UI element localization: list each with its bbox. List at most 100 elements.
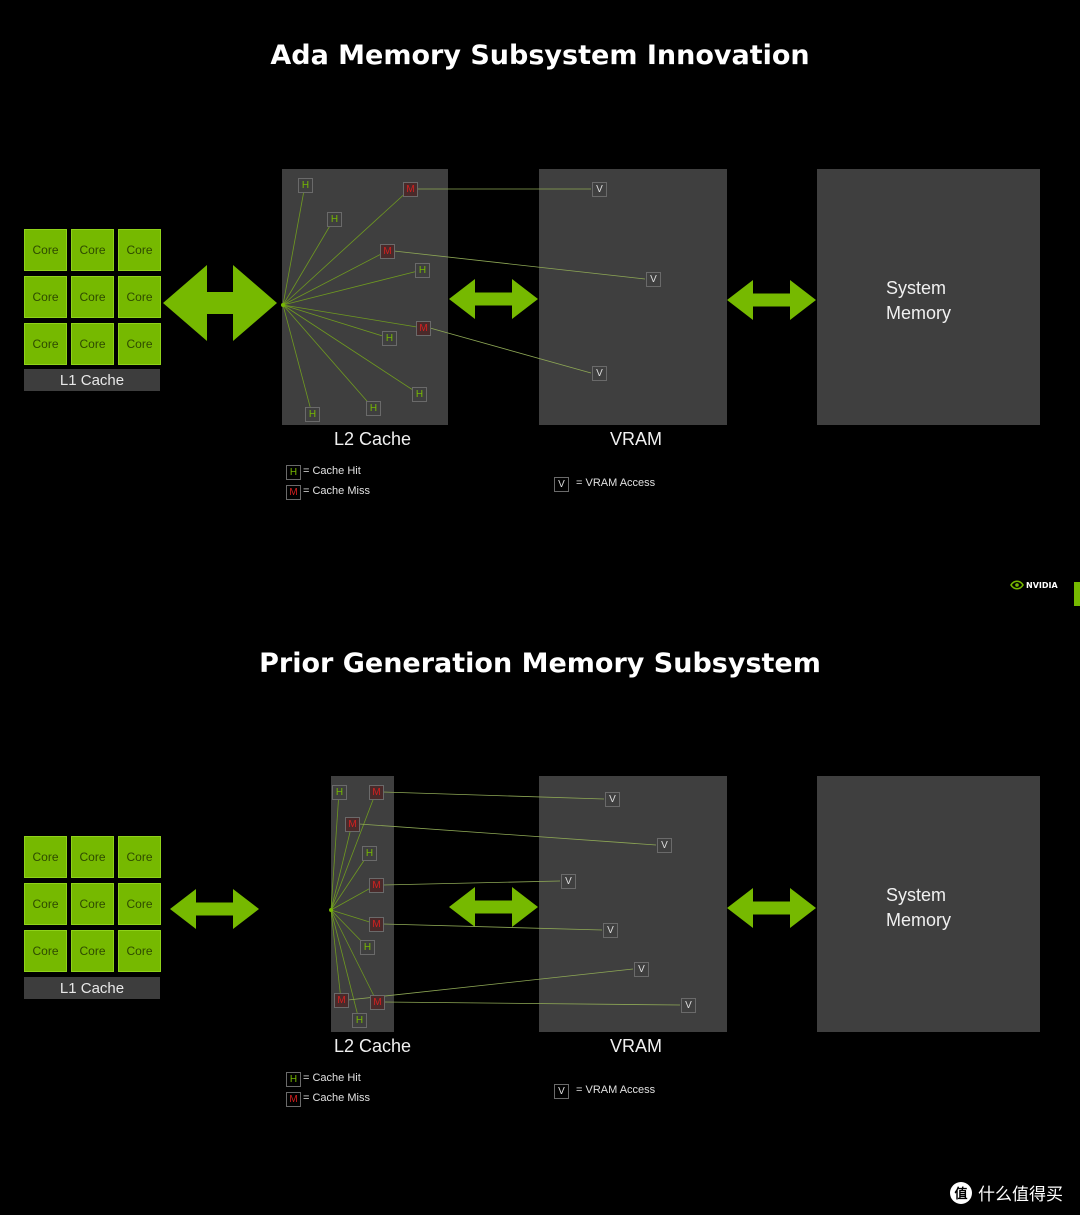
cache-hit-marker: H [332,785,347,800]
hit-path-line [330,791,340,911]
cache-miss-marker: M [369,878,384,893]
cache-hit-marker: H [305,407,320,422]
section-title: Prior Generation Memory Subsystem [259,648,821,679]
l2-cache-label: L2 Cache [334,1036,412,1056]
vram-access-line [347,968,634,1001]
cache-hit-marker: H [362,846,377,861]
cache-miss-marker: M [369,917,384,932]
green-edge-strip [1074,582,1080,606]
watermark: 值什么值得买 [950,1180,1063,1205]
hit-path-line [282,188,411,306]
vram-access-marker: V [681,998,696,1013]
cache-miss-marker: M [380,244,395,259]
vram-label: VRAM [610,429,663,449]
vram-access-line [393,250,646,280]
legend-miss-text: = Cache Miss [303,485,370,497]
legend-hit-text: = Cache Hit [303,1072,361,1084]
core-cell: Core [24,229,67,271]
legend-miss-box: M [286,1092,301,1107]
vram-system-memory-arrow [727,888,816,928]
vram-access-line [383,1001,681,1006]
cache-hit-marker: H [327,212,342,227]
hit-path-line [282,304,313,415]
cache-miss-marker: M [370,995,385,1010]
legend-hit-box: H [286,465,301,480]
cache-hit-marker: H [382,331,397,346]
core-cell: Core [118,229,161,271]
core-l2-arrow [163,265,277,341]
core-cell: Core [71,229,114,271]
cache-miss-marker: M [403,182,418,197]
core-cell: Core [71,276,114,318]
hit-path-line [282,304,420,395]
system-memory-label-line: System [886,278,947,298]
vram-label: VRAM [610,1036,663,1056]
core-cell: Core [24,930,67,972]
nvidia-logo: NVIDIA [1010,580,1058,590]
l1-cache-label: L1 Cache [24,977,160,999]
l2-cache-panel [282,169,448,425]
core-cell: Core [118,276,161,318]
core-cell: Core [118,323,161,365]
hit-path-line [282,304,424,329]
system-memory-label-line: Memory [886,910,952,930]
vram-access-marker: V [646,272,661,287]
request-origin-dot [281,303,285,307]
cache-hit-marker: H [412,387,427,402]
watermark-text: 什么值得买 [978,1185,1063,1204]
vram-access-marker: V [605,792,620,807]
core-cell: Core [24,836,67,878]
legend-hit-box: H [286,1072,301,1087]
hit-path-line [282,250,388,306]
hit-path-line [282,269,423,306]
legend-vram-label: VRAM Access [585,477,656,489]
core-cell: Core [71,883,114,925]
core-cell: Core [24,323,67,365]
legend-miss-text: = Cache Miss [303,1092,370,1104]
vram-access-marker: V [592,182,607,197]
hit-path-line [330,791,377,911]
legend-miss-label: Cache Miss [312,1092,370,1104]
legend-hit-label: Cache Hit [312,1072,361,1084]
system-memory-panel [817,169,1040,425]
system-memory-label-line: Memory [886,303,952,323]
legend-miss-label: Cache Miss [312,485,370,497]
vram-access-marker: V [603,923,618,938]
vram-panel [539,169,727,425]
hit-path-line [330,909,377,925]
nvidia-eye-icon [1010,580,1024,590]
core-cell: Core [71,836,114,878]
vram-access-marker: V [634,962,649,977]
core-cell: Core [118,883,161,925]
hit-path-line [330,852,370,911]
system-memory-panel [817,776,1040,1032]
vram-access-line [382,880,561,886]
section-title: Ada Memory Subsystem Innovation [270,40,810,71]
vram-system-memory-arrow [727,280,816,320]
vram-access-marker: V [592,366,607,381]
l1-cache-label: L1 Cache [24,369,160,391]
cache-hit-marker: H [360,940,375,955]
cache-hit-marker: H [298,178,313,193]
legend-hit-label: Cache Hit [312,465,361,477]
legend-hit-text: = Cache Hit [303,465,361,477]
legend-vram-box: V [554,477,569,492]
system-memory-label-line: System [886,885,947,905]
legend-vram-text: = VRAM Access [576,1084,656,1096]
request-origin-dot [329,908,333,912]
nvidia-logo-text: NVIDIA [1026,580,1058,590]
hit-path-line [282,304,390,339]
hit-path-line [282,184,306,306]
vram-access-line [382,791,605,800]
cache-miss-marker: M [369,785,384,800]
core-l2-arrow [170,889,259,929]
hit-path-line [282,304,374,409]
core-cell: Core [118,836,161,878]
l2-vram-arrow [449,279,538,319]
hit-path-line [330,823,353,911]
hit-path-line [330,909,360,1021]
hit-path-line [282,218,335,306]
